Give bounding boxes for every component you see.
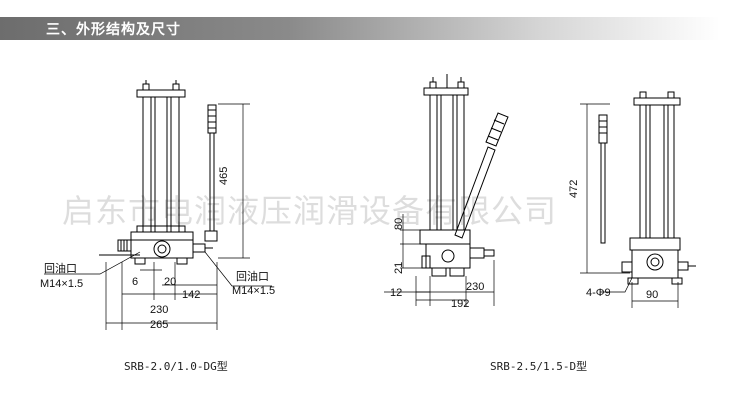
- section-header: 三、外形结构及尺寸: [0, 17, 720, 40]
- dim-90-label: 90: [646, 289, 658, 301]
- dim-142-label: 142: [182, 289, 200, 301]
- middle-pump-drawing: [384, 74, 509, 306]
- left-return-port-thread: M14×1.5: [40, 278, 83, 290]
- dim-21-label: 21: [393, 262, 405, 274]
- dim-6-label: 6: [132, 276, 138, 288]
- left-figure-caption: SRB-2.0/1.0-DG型: [124, 359, 228, 373]
- left-pump-drawing: [44, 80, 272, 330]
- dim-230-label: 230: [150, 304, 168, 316]
- dim-265-label: 265: [150, 319, 168, 331]
- dim-192-label: 192: [451, 298, 469, 310]
- right-pump-drawing: [580, 91, 696, 308]
- right-figure-caption: SRB-2.5/1.5-D型: [490, 359, 587, 373]
- dim-230-right-label: 230: [466, 281, 484, 293]
- right-return-port-label: 回油口: [236, 269, 269, 283]
- dim-80-label: 80: [393, 218, 405, 230]
- right-return-port-thread: M14×1.5: [232, 285, 275, 297]
- watermark-text: 启东市电润液压润滑设备有限公司: [62, 192, 557, 230]
- dim-20-label: 20: [164, 276, 176, 288]
- dim-472-label: 472: [568, 180, 580, 198]
- dim-12-label: 12: [390, 287, 402, 299]
- section-title: 三、外形结构及尺寸: [46, 22, 181, 38]
- left-return-port-label: 回油口: [44, 261, 77, 275]
- dim-465-label: 465: [218, 167, 230, 185]
- holes-label: 4-Φ9: [586, 287, 611, 299]
